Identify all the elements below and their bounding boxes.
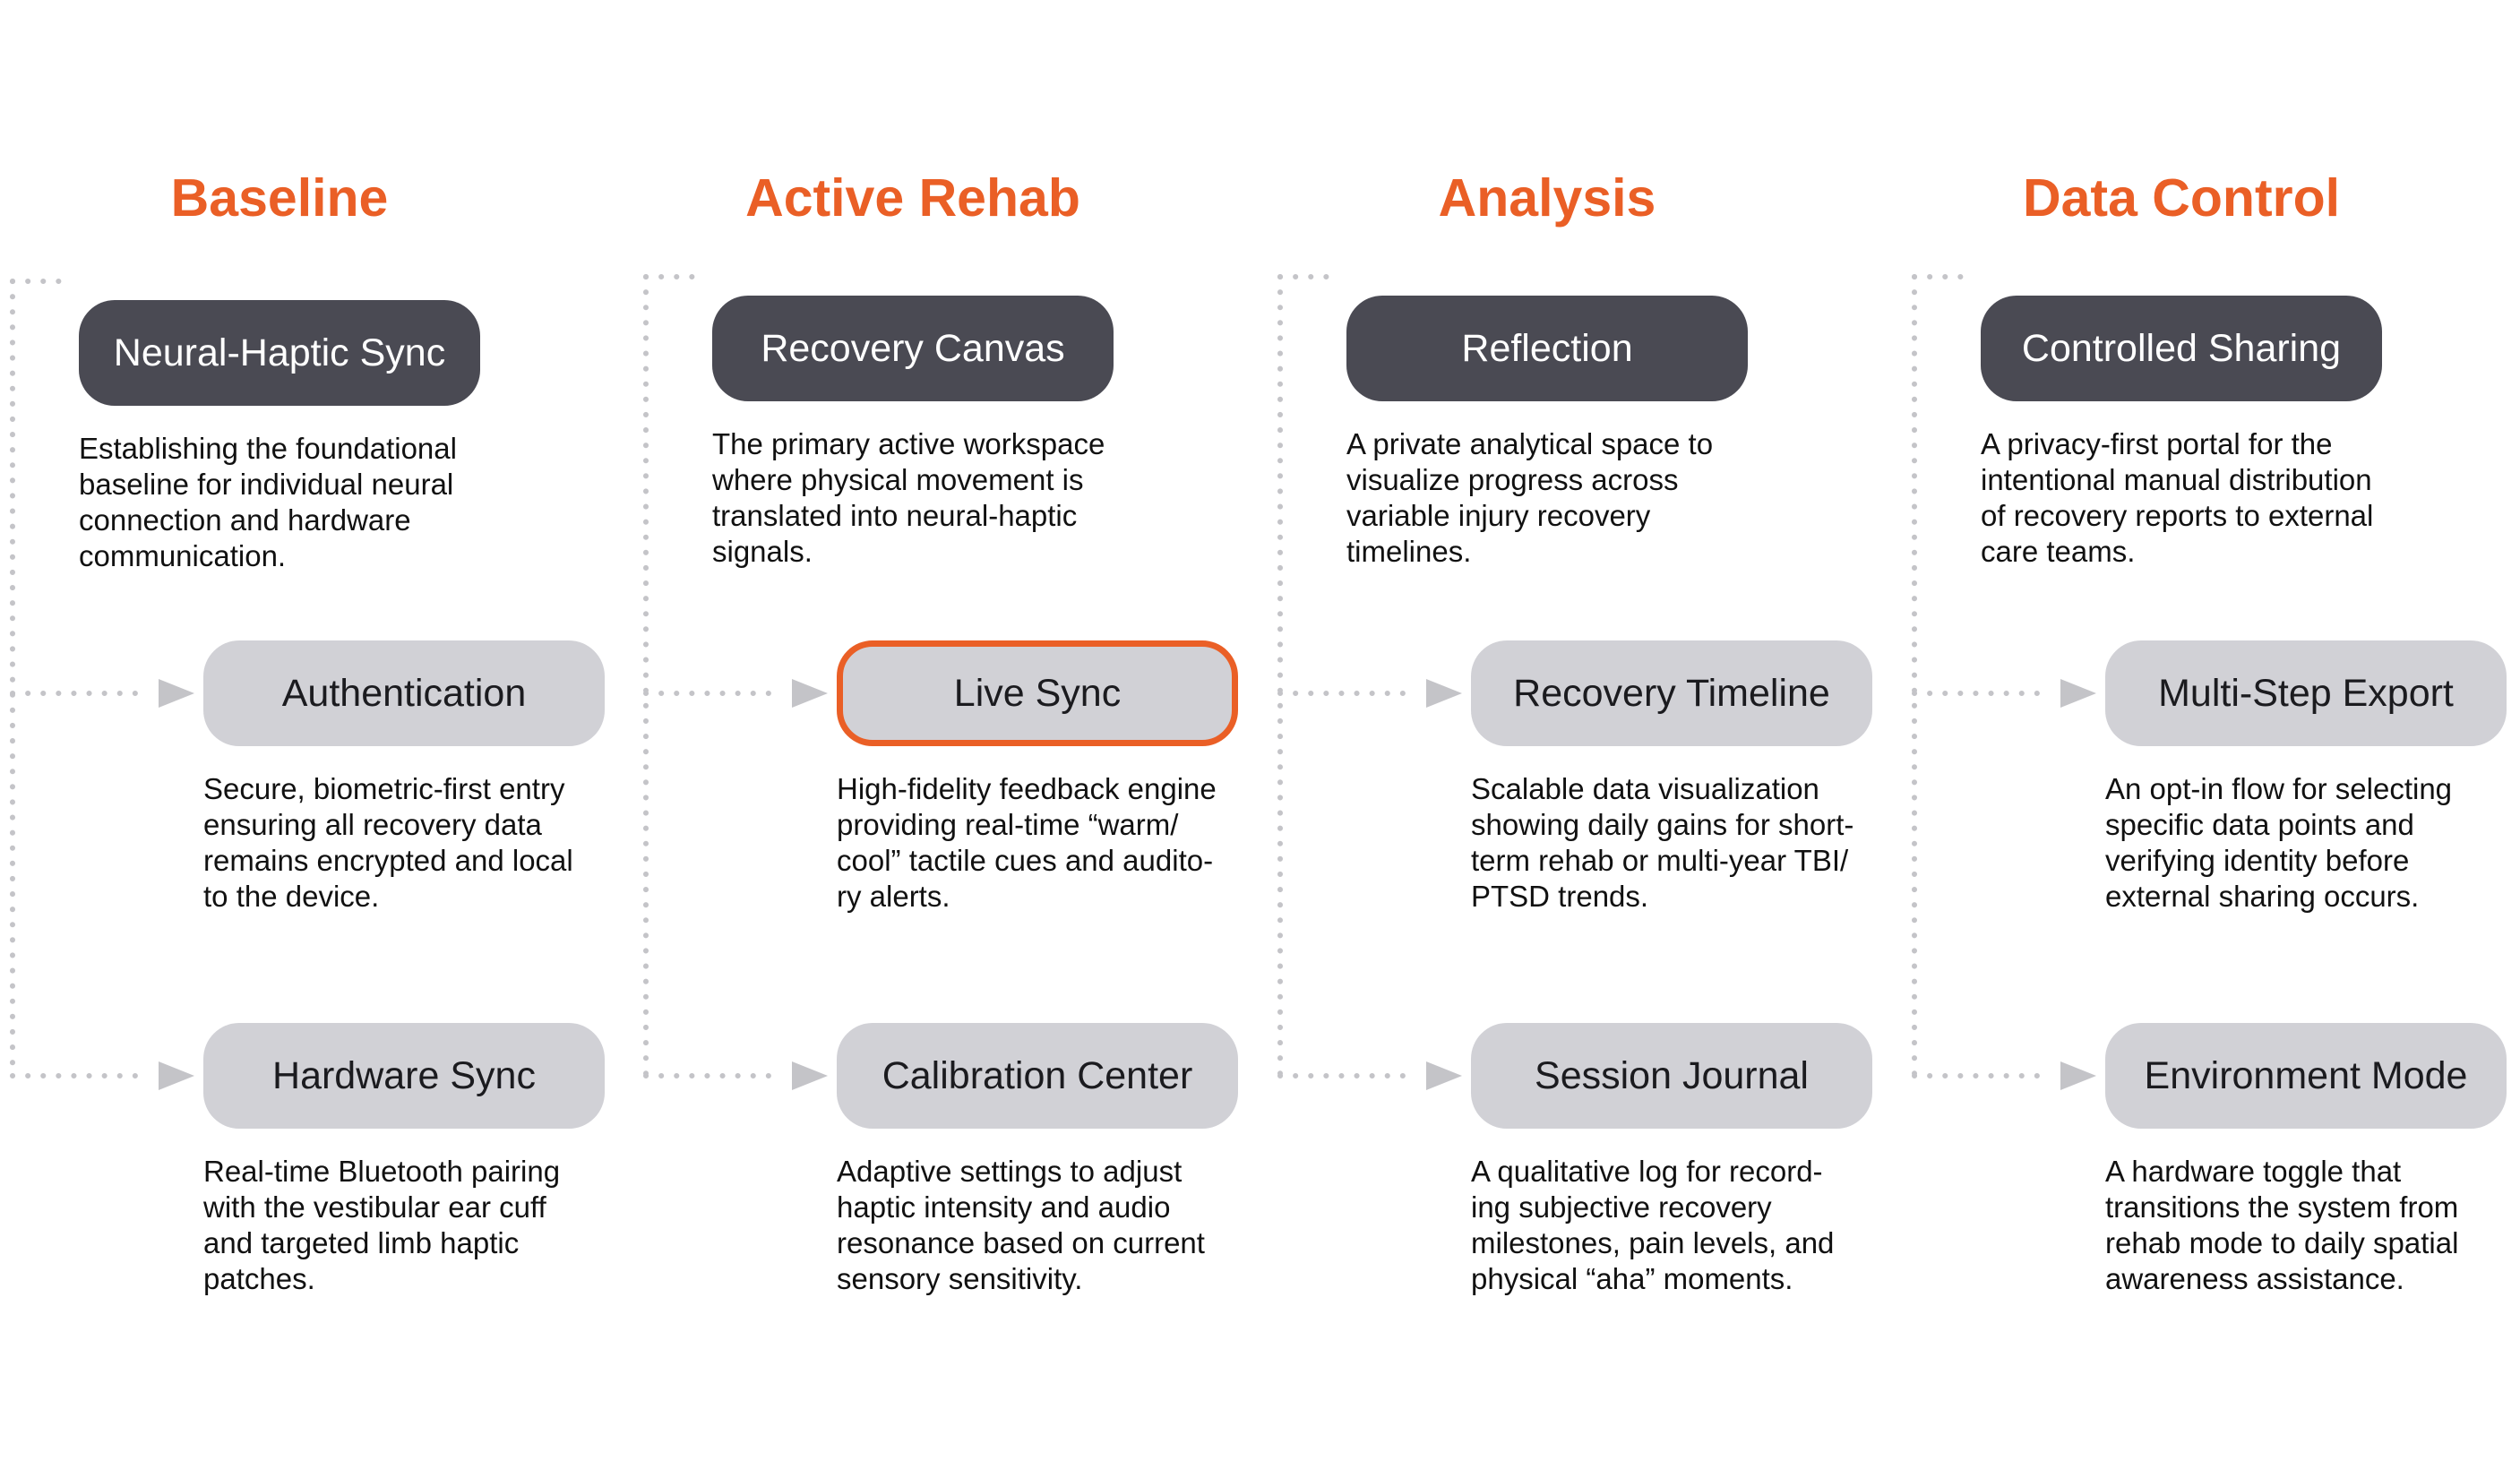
description-line: signals. (712, 535, 813, 568)
description-line: and targeted limb haptic (203, 1226, 520, 1259)
description-line: providing real-time “warm/ (837, 808, 1179, 841)
description-line: remains encrypted and local (203, 844, 573, 877)
child-node-calibration-center[interactable]: Calibration Center (837, 1023, 1238, 1129)
description-line: High-fidelity feedback engine (837, 772, 1217, 805)
description-line: visualize progress across (1346, 463, 1679, 496)
description-line: awareness assistance. (2105, 1262, 2404, 1295)
description-line: term rehab or multi-year TBI/ (1471, 844, 1849, 877)
description-line: transitions the system from (2105, 1190, 2459, 1224)
description-line: Establishing the foundational (79, 432, 457, 465)
description-line: A private analytical space to (1346, 427, 1714, 460)
connector-arrowhead (2060, 679, 2096, 708)
description-line: patches. (203, 1262, 315, 1295)
description-line: baseline for individual neural (79, 468, 454, 501)
description-line: showing daily gains for short- (1471, 808, 1854, 841)
description-line: Real-time Bluetooth pairing (203, 1155, 561, 1188)
description-line: verifying identity before (2105, 844, 2410, 877)
description-line: ry alerts. (837, 880, 950, 913)
description-line: ing subjective recovery (1471, 1190, 1772, 1224)
description-line: A qualitative log for record- (1471, 1155, 1823, 1188)
description-line: intentional manual distribution (1981, 463, 2372, 496)
description-line: translated into neural-haptic (712, 499, 1078, 532)
description-line: rehab mode to daily spatial (2105, 1226, 2459, 1259)
description-line: resonance based on current (837, 1226, 1205, 1259)
description-line: An opt-in flow for selecting (2105, 772, 2453, 805)
description-line: Scalable data visualization (1471, 772, 1819, 805)
description-line: care teams. (1981, 535, 2136, 568)
description-line: specific data points and (2105, 808, 2414, 841)
description-line: variable injury recovery (1346, 499, 1651, 532)
column-title-baseline: Baseline (170, 168, 389, 228)
primary-node-controlled-sharing[interactable]: Controlled Sharing (1981, 296, 2382, 401)
description-line: external sharing occurs. (2105, 880, 2420, 913)
child-node-session-journal[interactable]: Session Journal (1471, 1023, 1872, 1129)
child-description: A qualitative log for record-ing subject… (1471, 1154, 1892, 1297)
connector-arrowhead (1426, 679, 1462, 708)
connector-arrowhead (159, 679, 194, 708)
description-line: A privacy-first portal for the (1981, 427, 2333, 460)
description-line: physical “aha” moments. (1471, 1262, 1793, 1295)
column-title-analysis: Analysis (1438, 168, 1656, 228)
child-node-recovery-timeline[interactable]: Recovery Timeline (1471, 640, 1872, 746)
description-line: connection and hardware (79, 503, 411, 537)
connector-arrowhead (792, 679, 828, 708)
description-line: sensory sensitivity. (837, 1262, 1083, 1295)
child-node-environment-mode[interactable]: Environment Mode (2105, 1023, 2507, 1129)
description-line: to the device. (203, 880, 380, 913)
connector-arrowhead (159, 1061, 194, 1090)
description-line: PTSD trends. (1471, 880, 1649, 913)
description-line: cool” tactile cues and audito- (837, 844, 1214, 877)
child-node-hardware-sync[interactable]: Hardware Sync (203, 1023, 605, 1129)
column-title-data-control: Data Control (2023, 168, 2340, 228)
connector-arrowhead (1426, 1061, 1462, 1090)
child-node-authentication[interactable]: Authentication (203, 640, 605, 746)
description-line: ensuring all recovery data (203, 808, 542, 841)
child-node-live-sync[interactable]: Live Sync (837, 640, 1238, 746)
primary-node-recovery-canvas[interactable]: Recovery Canvas (712, 296, 1114, 401)
description-line: A hardware toggle that (2105, 1155, 2402, 1188)
description-line: with the vestibular ear cuff (203, 1190, 546, 1224)
child-node-multi-step-export[interactable]: Multi-Step Export (2105, 640, 2507, 746)
description-line: of recovery reports to external (1981, 499, 2374, 532)
connector-arrowhead (2060, 1061, 2096, 1090)
primary-node-reflection[interactable]: Reflection (1346, 296, 1748, 401)
description-line: timelines. (1346, 535, 1472, 568)
description-line: Secure, biometric-first entry (203, 772, 565, 805)
description-line: The primary active workspace (712, 427, 1105, 460)
description-line: communication. (79, 539, 287, 572)
description-line: Adaptive settings to adjust (837, 1155, 1183, 1188)
description-line: haptic intensity and audio (837, 1190, 1171, 1224)
description-line: milestones, pain levels, and (1471, 1226, 1835, 1259)
description-line: where physical movement is (712, 463, 1084, 496)
connector-arrowhead (792, 1061, 828, 1090)
column-title-active-rehab: Active Rehab (745, 168, 1080, 228)
primary-node-neural-haptic-sync[interactable]: Neural-Haptic Sync (79, 300, 480, 406)
